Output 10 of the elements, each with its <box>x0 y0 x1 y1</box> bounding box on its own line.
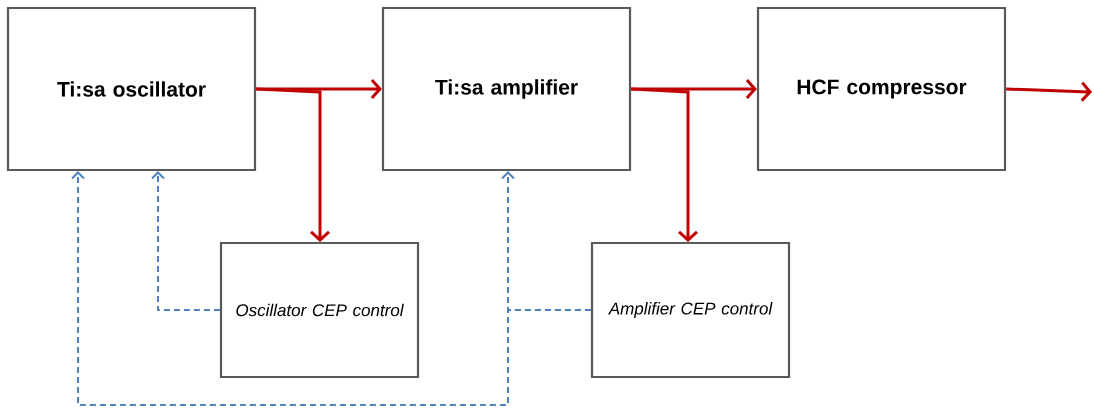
arrow <box>1006 81 1092 102</box>
arrow <box>631 87 698 242</box>
process-box: HCF compressor <box>756 6 1007 172</box>
arrow <box>256 87 330 242</box>
control-box: Oscillator CEP control <box>219 241 420 379</box>
process-box: Ti:sa amplifier <box>381 6 632 172</box>
arrow <box>151 171 221 311</box>
process-box: Ti:sa oscillator <box>6 6 257 172</box>
control-box: Amplifier CEP control <box>590 241 791 379</box>
arrow <box>71 171 592 406</box>
